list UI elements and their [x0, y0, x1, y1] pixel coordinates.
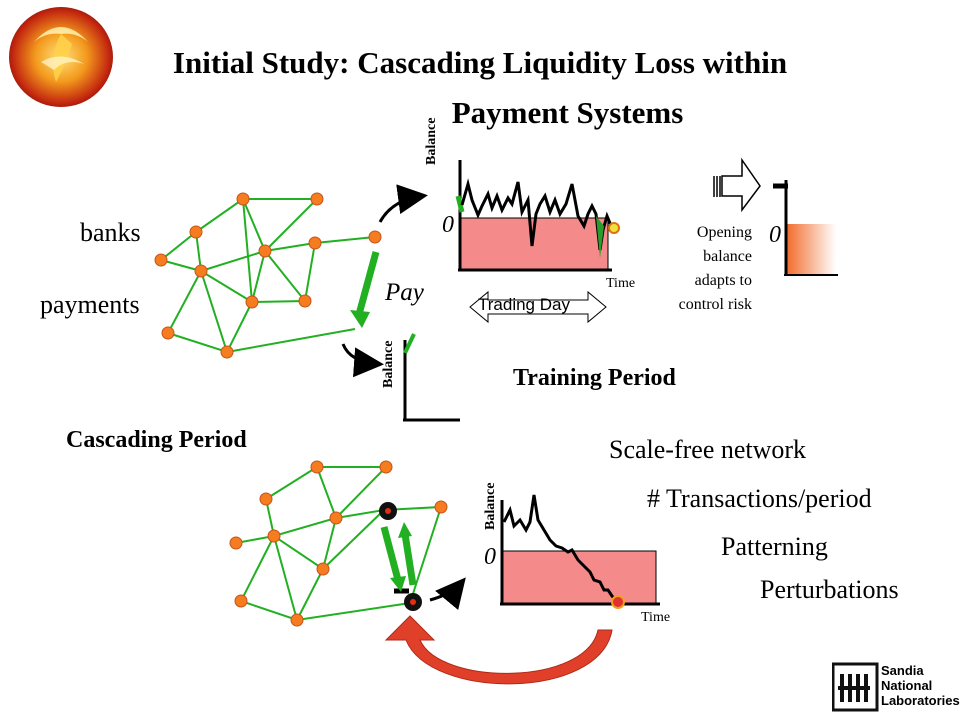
bank-node [267, 529, 281, 543]
bank-node [316, 562, 330, 576]
feature-item: # Transactions/period [647, 484, 872, 513]
explosion-icon [611, 595, 625, 609]
green-marker [455, 195, 465, 213]
opening-balance-note: Opening balance adapts to control risk [636, 221, 752, 317]
sandia-logo: Sandia National Laboratories [832, 662, 960, 714]
note-line: Opening [696, 224, 752, 241]
bank-node [154, 253, 168, 267]
note-line: adapts to [694, 272, 752, 289]
training-period-label: Training Period [513, 365, 676, 391]
top-balance-chart [455, 160, 620, 324]
feature-item: Scale-free network [609, 435, 807, 464]
bank-node [161, 326, 175, 340]
pay-label: Pay [385, 279, 424, 306]
curved-arrow-cascade [429, 577, 466, 611]
bank-node [308, 236, 322, 250]
payment-arrow-up [401, 533, 417, 586]
bank-node [245, 295, 259, 309]
feature-item: Perturbations [760, 575, 899, 604]
bank-node [298, 294, 312, 308]
phoenix-logo [6, 2, 116, 112]
logo-line: Laboratories [881, 693, 960, 708]
top-chart-zero: 0 [442, 212, 454, 238]
banks-label: banks [80, 218, 141, 247]
cascade-balance-chart [500, 494, 660, 609]
curved-arrow-down [341, 343, 384, 378]
bank-node [194, 264, 208, 278]
bank-node [236, 192, 250, 206]
bank-node [229, 536, 243, 550]
title-line-1: Initial Study: Cascading Liquidity Loss … [172, 45, 788, 80]
trading-day-arrow [469, 290, 607, 324]
bank-node [259, 492, 273, 506]
lower-balance-chart [403, 333, 460, 422]
top-network-nodes [154, 192, 382, 359]
cascade-chart-zero: 0 [484, 544, 496, 570]
lower-chart-ylabel: Balance [381, 340, 396, 388]
bank-node [310, 192, 324, 206]
block-arrow-icon [713, 157, 761, 213]
logo-line: National [881, 678, 933, 693]
title-line-2: Payment Systems [451, 95, 684, 130]
payments-label: payments [40, 290, 140, 319]
feedback-arrow [384, 615, 613, 685]
top-chart-xlabel: Time [606, 276, 636, 291]
failed-bank-nodes [379, 502, 422, 611]
cascade-chart-xlabel: Time [641, 610, 671, 625]
payment-arrow-down [380, 526, 402, 581]
opening-zero: 0 [769, 222, 781, 248]
bank-node [329, 511, 343, 525]
bank-node [258, 244, 272, 258]
bank-node [434, 500, 448, 514]
bottom-network-nodes [229, 460, 448, 627]
payment-arrow [354, 251, 380, 319]
page-title: Initial Study: Cascading Liquidity Loss … [0, 38, 960, 138]
cascading-period-label: Cascading Period [66, 427, 247, 453]
bank-node [220, 345, 234, 359]
balance-series [502, 494, 620, 604]
bank-node [234, 594, 248, 608]
feature-item: Patterning [721, 532, 828, 561]
bank-node [379, 460, 393, 474]
balance-series [460, 178, 614, 251]
note-line: control risk [678, 296, 752, 313]
note-line: balance [703, 248, 752, 265]
trading-day-label: Trading Day [478, 295, 570, 314]
top-network-edges [158, 198, 376, 354]
top-chart-ylabel: Balance [424, 117, 439, 165]
curved-arrow-up [378, 184, 428, 223]
bank-node [310, 460, 324, 474]
cascade-chart-ylabel: Balance [483, 482, 498, 530]
green-marker [403, 333, 416, 354]
bank-node [368, 230, 382, 244]
bank-node [290, 613, 304, 627]
explosion-icon [608, 222, 620, 234]
logo-line: Sandia [881, 663, 924, 678]
bank-node [189, 225, 203, 239]
opening-balance-chart [773, 180, 838, 276]
